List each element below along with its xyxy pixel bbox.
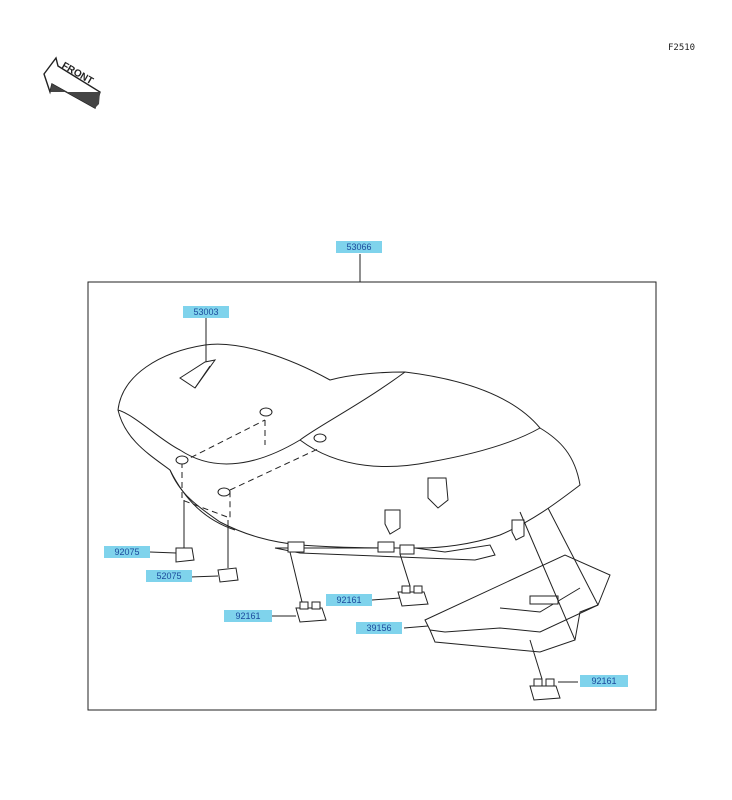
mount-outline <box>181 419 321 519</box>
grommets <box>175 407 327 497</box>
part-label-clip-center[interactable]: 92161 <box>326 594 372 606</box>
part-label-seat-pad[interactable]: 53003 <box>183 306 229 318</box>
leader-lines <box>149 318 599 683</box>
part-label-bolt-left[interactable]: 92075 <box>104 546 150 558</box>
figure-code: F2510 <box>668 43 696 53</box>
tray-drawing <box>424 554 611 653</box>
part-label-clip-rear[interactable]: 92161 <box>580 675 628 687</box>
seat-hooks <box>287 477 525 555</box>
part-label-tray[interactable]: 39156 <box>356 622 402 634</box>
front-arrow-icon <box>43 56 101 110</box>
assembly-frame <box>87 281 657 711</box>
clip-parts <box>295 585 561 701</box>
seat-drawing <box>117 343 581 561</box>
part-label-clip-front[interactable]: 92161 <box>224 610 272 622</box>
nut-parts <box>175 547 239 583</box>
part-label-assembly[interactable]: 53066 <box>336 241 382 253</box>
part-label-bolt-mid[interactable]: 52075 <box>146 570 192 582</box>
